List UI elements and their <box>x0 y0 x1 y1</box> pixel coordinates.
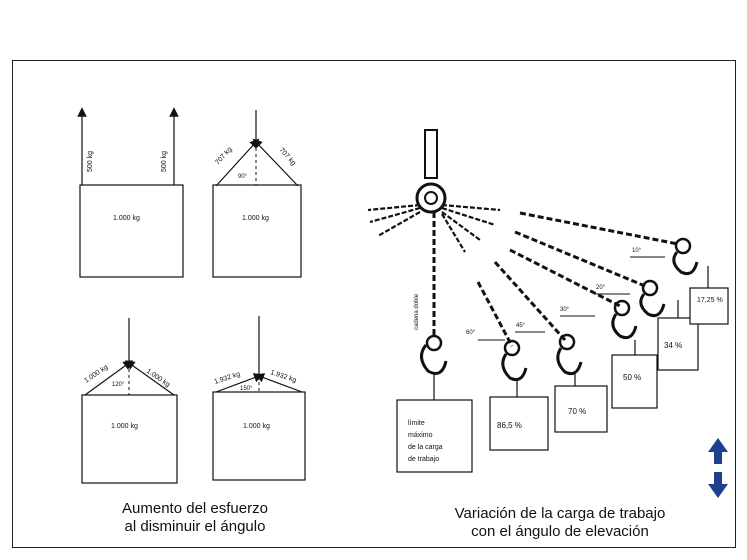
angle-30: 30° <box>560 307 570 313</box>
angle-90-force-right: 707 kg <box>278 147 297 167</box>
percent-30: 50 % <box>623 373 641 382</box>
box-label-3: 1.000 kg <box>111 423 138 430</box>
load-45: 45° 70 % <box>493 260 608 433</box>
caption-left-line-2: al disminuir el ángulo <box>124 518 266 535</box>
limit-box: límite máximo de la carga de trabajo <box>396 399 473 473</box>
vertical-force-right: 500 kg <box>161 151 168 172</box>
angle-120-label: 120° <box>112 382 125 388</box>
caption-left: Aumento del esfuerzo al disminuir el áng… <box>60 500 330 536</box>
crane-hook <box>415 129 447 214</box>
angle-20: 20° <box>596 285 606 291</box>
percent-45: 70 % <box>568 407 586 416</box>
load-case-120: 1.000 kg 1.000 kg 120° 1.000 kg <box>81 318 178 484</box>
limit-line-4: de trabajo <box>408 456 439 463</box>
load-20: 20° 34 % <box>514 230 699 371</box>
angle-150-label: 150° <box>240 386 253 392</box>
load-case-90: 707 kg 707 kg 90° 1.000 kg <box>212 110 302 278</box>
arrow-up-icon[interactable] <box>708 438 728 464</box>
scroll-arrows[interactable] <box>706 438 730 498</box>
load-30: 30° 50 % <box>509 248 658 409</box>
angle-120-force-right: 1.000 kg <box>145 368 171 389</box>
angle-10: 10° <box>632 248 642 254</box>
box-label-1: 1.000 kg <box>113 215 140 222</box>
box-label-2: 1.000 kg <box>242 215 269 222</box>
percent-10: 17,25 % <box>697 297 723 304</box>
angle-90-force-left: 707 kg <box>214 146 233 166</box>
arrow-down-icon[interactable] <box>708 472 728 498</box>
angle-60: 60° <box>466 330 476 336</box>
caption-right: Variación de la carga de trabajo con el … <box>400 505 720 541</box>
caption-right-line-1: Variación de la carga de trabajo <box>454 505 666 522</box>
fanned-chains <box>367 203 501 253</box>
percent-20: 34 % <box>664 341 682 350</box>
vertical-force-left: 500 kg <box>87 151 94 172</box>
vertical-chain: cadena doble <box>414 212 448 400</box>
limit-line-1: límite <box>408 420 425 427</box>
percent-60: 86,5 % <box>497 421 522 430</box>
chain-label: cadena doble <box>414 293 420 330</box>
box-label-4: 1.000 kg <box>243 423 270 430</box>
caption-left-line-1: Aumento del esfuerzo <box>122 500 268 517</box>
angle-45: 45° <box>516 323 526 329</box>
load-60: 60° 86,5 % <box>466 281 549 451</box>
load-case-vertical: 500 kg 500 kg 1.000 kg <box>77 107 184 278</box>
angle-120-force-left: 1.000 kg <box>83 364 109 385</box>
load-10: 10° 17,25 % <box>519 211 729 325</box>
limit-line-3: de la carga <box>408 444 443 451</box>
load-case-150: 1.932 kg 1.932 kg 150° 1.000 kg <box>212 316 306 481</box>
caption-right-line-2: con el ángulo de elevación <box>471 523 649 540</box>
limit-line-2: máximo <box>408 432 433 439</box>
angle-90-label: 90° <box>238 174 248 180</box>
